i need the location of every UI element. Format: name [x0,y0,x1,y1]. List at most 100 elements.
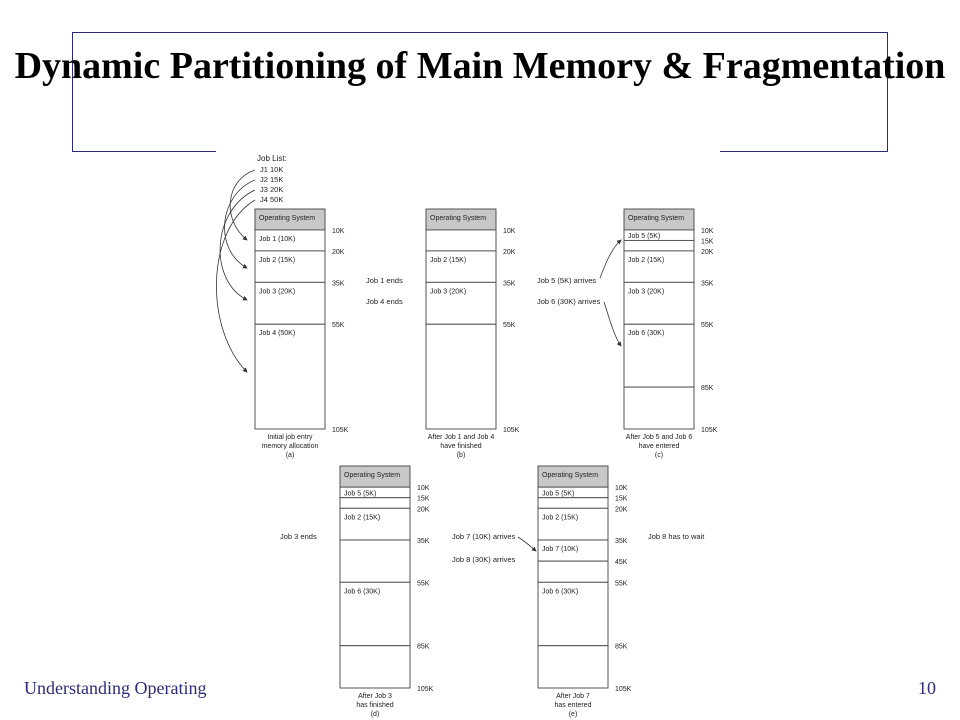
event-arrow [603,301,622,347]
partition-label: Job 1 (10K) [259,236,295,243]
address-tick-label: 85K [615,644,628,651]
panel-caption: have finished [440,443,481,450]
address-tick-label: 10K [332,228,345,235]
event-label: Job 4 ends [366,297,403,306]
job-partition [339,507,411,541]
event-arrow [599,239,622,279]
job-list-item: J4 50K [260,195,283,204]
footer-course-title: Understanding Operating [24,678,207,698]
job-partition [623,250,695,283]
partition-label: Job 5 (5K) [344,490,376,497]
event-label: Job 1 ends [366,276,403,285]
partition-label: Job 2 (15K) [628,257,664,264]
job-partition [254,323,326,430]
address-tick-label: 15K [615,496,628,503]
job-partition [425,281,497,325]
address-tick-label: 20K [701,249,714,256]
title-box-gap [216,140,720,160]
partition-label: Job 7 (10K) [542,546,578,553]
job-partition [623,323,695,388]
job-list-heading: Job List: [257,154,287,163]
partition-label: Job 3 (20K) [628,288,664,295]
panel-caption: After Job 1 and Job 4 [428,434,495,441]
address-tick-label: 10K [503,228,516,235]
address-tick-label: 85K [701,385,714,392]
event-arrow [517,536,537,552]
panel-caption: memory allocation [262,443,319,450]
address-tick-label: 35K [417,538,430,545]
partition-label: Job 4 (50K) [259,330,295,337]
event-label: Job 7 (10K) arrives [452,532,516,541]
panel-caption: has finished [356,702,393,709]
partition-label: Job 6 (30K) [542,588,578,595]
job-list-arrow [216,199,256,373]
page-number: 10 [918,678,936,698]
address-tick-label: 10K [417,485,430,492]
partition-label: Job 2 (15K) [344,514,380,521]
job-partition [425,250,497,283]
panel-caption: After Job 5 and Job 6 [626,434,693,441]
address-tick-label: 35K [701,280,714,287]
partition-label: Job 2 (15K) [430,257,466,264]
address-tick-label: 45K [615,559,628,566]
free-partition [425,323,497,430]
address-tick-label: 35K [615,538,628,545]
address-tick-label: 85K [417,644,430,651]
free-partition [339,497,411,509]
free-partition [623,386,695,430]
panel-caption: (a) [286,452,295,459]
address-tick-label: 105K [417,686,434,693]
address-tick-label: 55K [417,580,430,587]
job-partition [254,250,326,283]
address-tick-label: 55K [332,322,345,329]
partition-label: Operating System [628,215,684,222]
address-tick-label: 15K [417,496,430,503]
partition-label: Job 5 (5K) [628,233,660,240]
address-tick-label: 20K [503,249,516,256]
job-partition [254,281,326,325]
partition-label: Job 6 (30K) [628,330,664,337]
panel-caption: (d) [371,711,380,718]
event-label: Job 5 (5K) arrives [537,276,596,285]
free-partition [537,645,609,689]
event-label: Job 3 ends [280,532,317,541]
event-label: Job 6 (30K) arrives [537,297,601,306]
address-tick-label: 55K [503,322,516,329]
partition-label: Operating System [430,215,486,222]
address-tick-label: 20K [332,249,345,256]
panel-caption: After Job 3 [358,693,392,700]
partition-label: Operating System [344,472,400,479]
address-tick-label: 105K [701,427,718,434]
panel-caption: (c) [655,452,663,459]
job-list-arrow [224,179,256,269]
partition-label: Job 3 (20K) [430,288,466,295]
address-tick-label: 15K [701,238,714,245]
panel-caption: Initial job entry [267,434,313,441]
event-label: Job 8 (30K) arrives [452,555,516,564]
address-tick-label: 35K [332,280,345,287]
slide-title: Dynamic Partitioning of Main Memory & Fr… [14,45,946,87]
job-list-arrow [229,169,256,241]
job-list-item: J3 20K [260,185,283,194]
free-partition [339,645,411,689]
panel-caption: (e) [569,711,578,718]
address-tick-label: 35K [503,280,516,287]
address-tick-label: 105K [332,427,349,434]
free-partition [425,229,497,252]
job-list-arrow [219,189,256,301]
job-partition [537,507,609,541]
address-tick-label: 20K [615,506,628,513]
partition-label: Job 2 (15K) [542,514,578,521]
panel-caption: After Job 7 [556,693,590,700]
partition-label: Job 6 (30K) [344,588,380,595]
address-tick-label: 105K [615,686,632,693]
partition-label: Job 5 (5K) [542,490,574,497]
free-partition [339,539,411,583]
free-partition [537,497,609,509]
job-list-item: J1 10K [260,165,283,174]
panel-caption: have entered [639,443,680,450]
partition-label: Job 3 (20K) [259,288,295,295]
address-tick-label: 10K [701,228,714,235]
